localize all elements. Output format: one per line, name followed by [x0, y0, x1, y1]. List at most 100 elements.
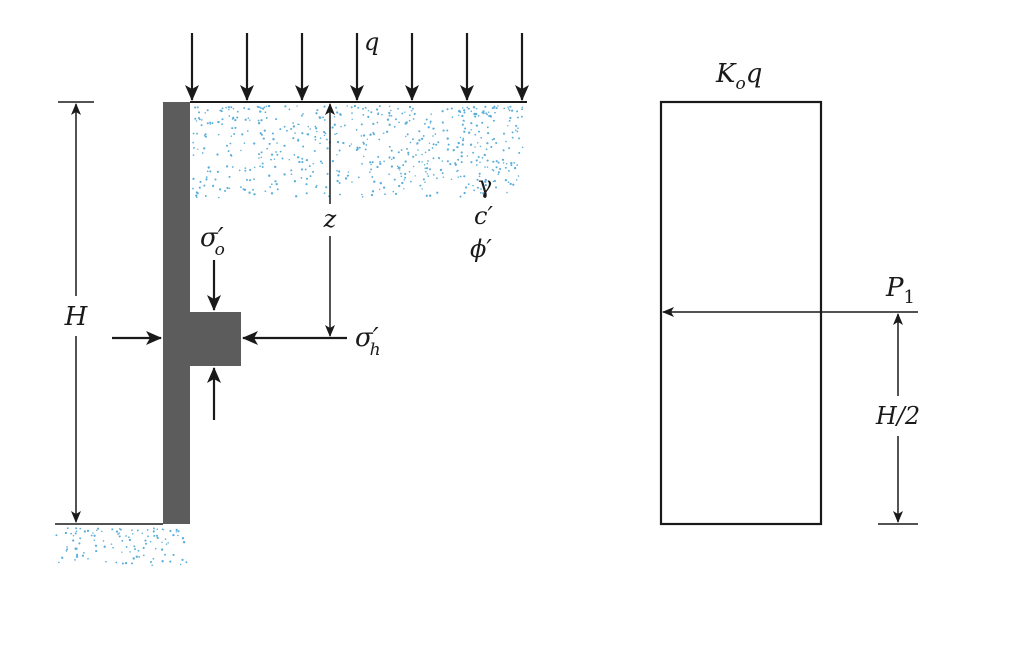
- soil-dot: [377, 113, 379, 116]
- soil-dot: [290, 128, 293, 130]
- soil-dot: [323, 134, 326, 137]
- soil-dot: [164, 538, 167, 540]
- soil-dot: [395, 118, 397, 121]
- soil-dot: [344, 177, 348, 180]
- soil-dot: [260, 156, 263, 159]
- soil-dot: [388, 111, 391, 115]
- soil-dot: [421, 153, 423, 156]
- soil-dot: [437, 141, 440, 144]
- soil-dot: [412, 165, 415, 168]
- soil-dot: [276, 153, 279, 156]
- soil-dot: [181, 558, 184, 562]
- soil-dot: [276, 188, 279, 191]
- soil-dot: [290, 173, 293, 176]
- soil-dot: [479, 145, 482, 148]
- soil-dot: [479, 161, 481, 163]
- soil-dot: [432, 127, 435, 130]
- soil-dot: [238, 169, 241, 172]
- soil-dot: [482, 192, 485, 195]
- soil-dot: [457, 110, 461, 113]
- soil-dot: [378, 105, 381, 108]
- soil-dot: [400, 172, 402, 175]
- soil-dot: [439, 168, 443, 172]
- soil-dot: [401, 112, 404, 115]
- soil-dot: [425, 194, 428, 197]
- soil-dot: [75, 547, 78, 550]
- soil-dot: [390, 165, 394, 168]
- soil-dot: [493, 179, 496, 183]
- soil-dot: [427, 126, 430, 129]
- soil-dot: [430, 113, 432, 115]
- soil-dot: [300, 177, 303, 179]
- soil-element: [190, 312, 241, 366]
- soil-dot: [93, 539, 96, 542]
- soil-dot: [493, 105, 496, 108]
- soil-dot: [179, 563, 182, 566]
- soil-dot: [298, 123, 300, 126]
- soil-dot: [154, 548, 157, 550]
- soil-dot: [441, 121, 444, 124]
- soil-dot: [175, 531, 178, 533]
- soil-dot: [366, 138, 369, 141]
- soil-dot: [92, 532, 94, 534]
- soil-dot: [375, 108, 379, 111]
- soil-dot: [361, 196, 364, 198]
- soil-dot: [115, 561, 118, 564]
- soil-dot: [507, 181, 510, 183]
- soil-dot: [452, 149, 455, 152]
- soil-dot: [417, 149, 419, 151]
- soil-dot: [192, 154, 195, 156]
- soil-dot: [350, 143, 353, 145]
- soil-dot: [153, 534, 156, 537]
- soil-dot: [396, 165, 399, 167]
- soil-dot: [273, 158, 276, 160]
- soil-dot: [367, 115, 370, 118]
- soil-dot: [460, 155, 463, 158]
- soil-dot: [457, 158, 460, 161]
- soil-dot: [261, 107, 265, 110]
- soil-dot: [270, 183, 273, 186]
- soil-dot: [356, 146, 359, 149]
- soil-dot: [509, 182, 512, 186]
- soil-dot: [429, 120, 432, 123]
- soil-dot: [466, 155, 469, 157]
- soil-dot: [509, 116, 512, 120]
- soil-dot: [338, 149, 341, 152]
- soil-dot: [209, 170, 212, 173]
- soil-dot: [292, 122, 294, 124]
- soil-dot: [265, 105, 268, 108]
- soil-dot: [81, 554, 85, 557]
- soil-dot: [234, 119, 237, 122]
- soil-dot: [131, 562, 133, 565]
- soil-dot: [480, 137, 483, 139]
- soil-dot: [339, 113, 342, 116]
- soil-dot: [405, 135, 407, 138]
- soil-dot: [90, 534, 93, 537]
- soil-dot: [429, 194, 432, 197]
- soil-dot: [198, 186, 201, 189]
- soil-dot: [507, 106, 509, 109]
- soil-dot: [204, 133, 207, 136]
- soil-dot: [300, 168, 304, 171]
- soil-dot: [228, 109, 230, 111]
- soil-dot: [424, 181, 426, 183]
- soil-dot: [408, 119, 411, 122]
- soil-dot: [400, 175, 403, 178]
- soil-dot: [248, 191, 251, 194]
- soil-dot: [228, 187, 231, 190]
- soil-dot: [192, 141, 194, 144]
- soil-dot: [470, 122, 473, 125]
- soil-dot: [196, 132, 199, 135]
- soil-dot: [298, 160, 301, 164]
- soil-dot: [185, 561, 188, 564]
- soil-dot: [486, 159, 489, 162]
- resultant-force-label: P1: [885, 273, 915, 308]
- soil-dot: [383, 160, 385, 163]
- soil-dot: [314, 138, 317, 141]
- soil-dot: [369, 171, 371, 173]
- soil-dot: [369, 161, 372, 164]
- soil-dot: [119, 528, 122, 531]
- soil-dot: [243, 188, 247, 191]
- soil-dot: [152, 557, 155, 560]
- soil-dot: [358, 146, 361, 149]
